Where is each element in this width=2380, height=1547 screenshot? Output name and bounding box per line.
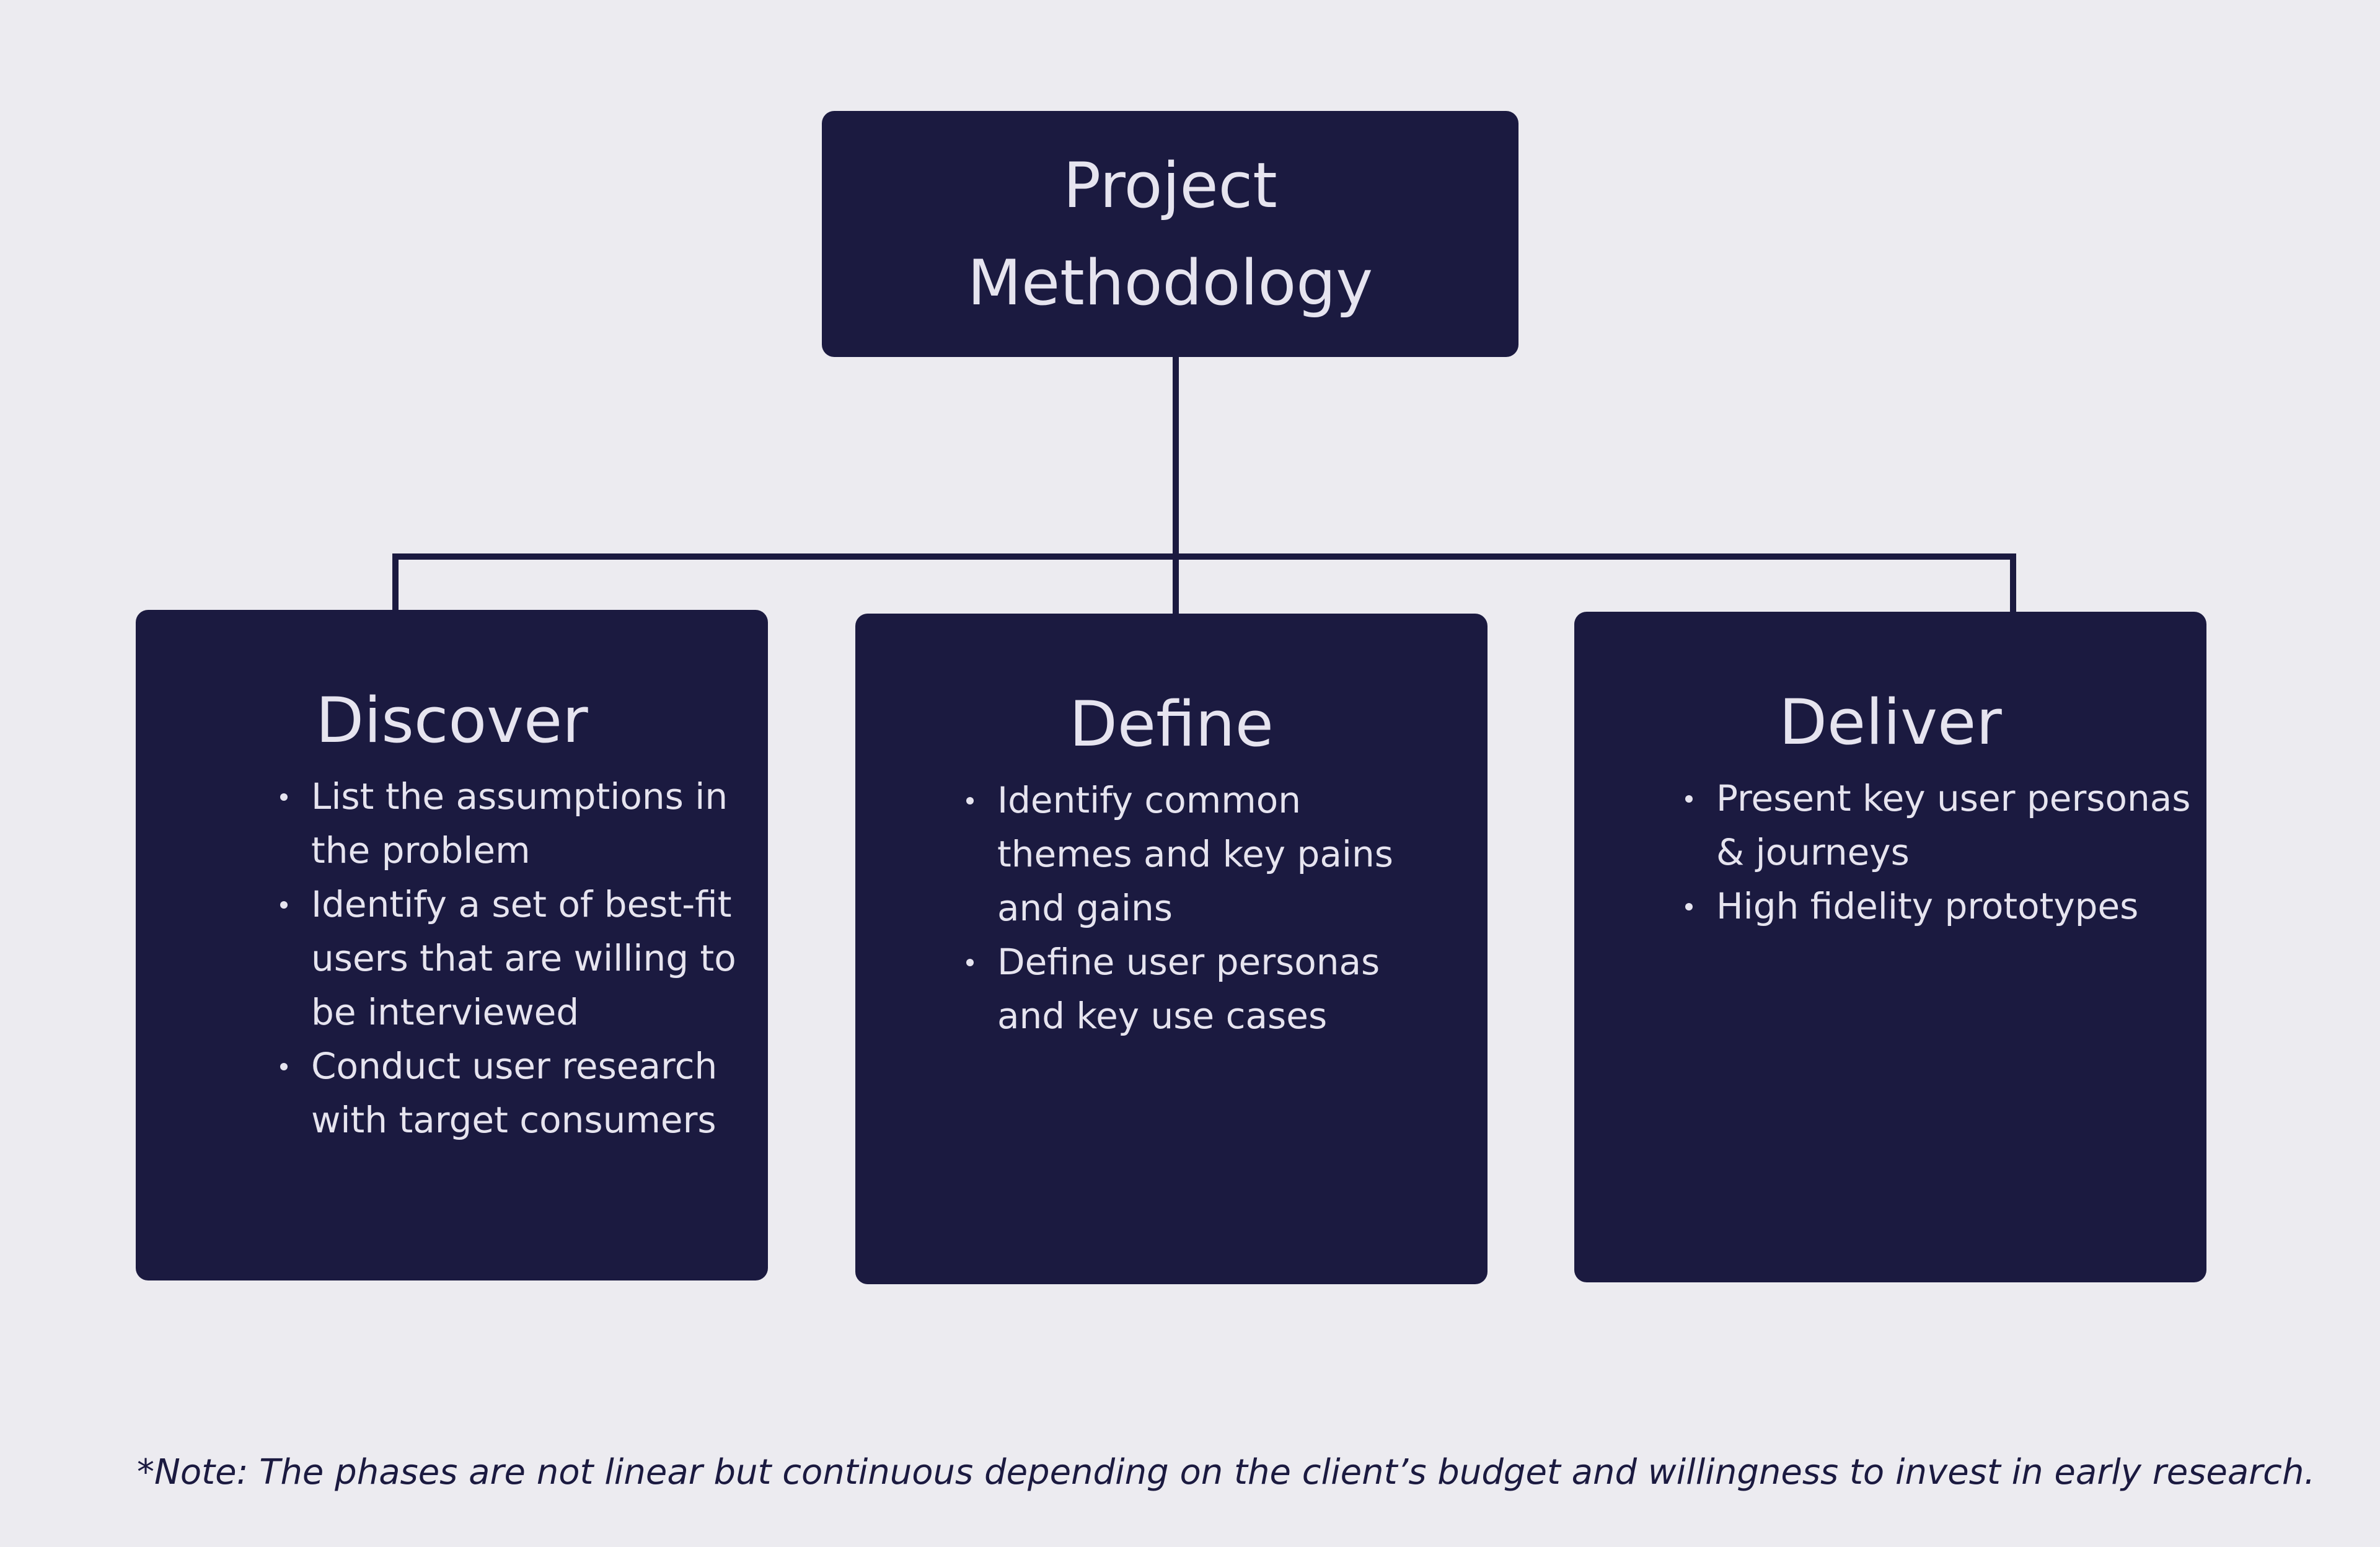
phase-card-define: Define Identify common themes and key pa… (855, 614, 1488, 1284)
connector-crossbar (392, 553, 2016, 614)
list-item: Define user personas and key use cases (964, 935, 1435, 1043)
bullet-list-define: Identify common themes and key pains and… (964, 774, 1435, 1043)
root-node: Project Methodology (822, 111, 1518, 357)
phase-title-deliver: Deliver (1779, 685, 2002, 759)
root-title: Project Methodology (967, 148, 1373, 319)
list-item: High fidelity prototypes (1683, 879, 2191, 933)
list-item: Present key user personas & journeys (1683, 772, 2191, 879)
list-item: List the assumptions in the problem (278, 770, 767, 878)
list-item: Identify a set of best-fit users that ar… (278, 878, 767, 1039)
list-item: Conduct user research with target consum… (278, 1039, 767, 1147)
footnote: *Note: The phases are not linear but con… (137, 1452, 2316, 1492)
list-item: Identify common themes and key pains and… (964, 774, 1435, 935)
phase-title-define: Define (1069, 687, 1274, 760)
phase-card-discover: Discover List the assumptions in the pro… (136, 610, 768, 1280)
phase-title-discover: Discover (315, 684, 588, 757)
bullet-list-deliver: Present key user personas & journeys Hig… (1683, 772, 2191, 933)
bullet-list-discover: List the assumptions in the problem Iden… (278, 770, 767, 1147)
phase-card-deliver: Deliver Present key user personas & jour… (1574, 612, 2206, 1282)
